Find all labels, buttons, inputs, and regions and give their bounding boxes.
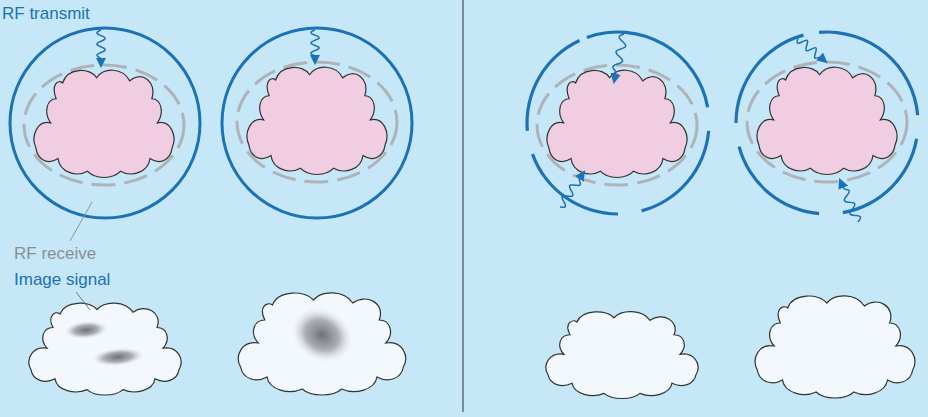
- rf-wave-arrow: [613, 34, 626, 82]
- head-brain: [34, 70, 174, 177]
- signal-dropout: [91, 346, 144, 368]
- label-box: Image signal: [14, 270, 110, 290]
- signal-dropout: [281, 296, 362, 373]
- coil-label: RF transmit: [2, 4, 90, 23]
- label-box: RF receive: [14, 244, 96, 264]
- rf-wave-arrow: [797, 38, 826, 62]
- leader-line: [76, 292, 90, 310]
- image-result: [546, 312, 698, 399]
- divider-line: [462, 0, 464, 412]
- rf-wave-arrow: [97, 30, 105, 66]
- image-result: [238, 293, 405, 395]
- head-brain: [247, 67, 387, 174]
- coil-label: RF receive: [14, 244, 96, 263]
- image-result: [755, 296, 915, 398]
- rf-wave-arrow: [560, 172, 584, 207]
- transmit-coil: [222, 28, 412, 218]
- image-result: [29, 303, 181, 395]
- receive-coil: [24, 65, 184, 185]
- rf-wave-arrow: [840, 180, 860, 222]
- receive-coil: [537, 65, 697, 185]
- signal-dropout: [63, 319, 108, 341]
- head-brain: [757, 67, 897, 174]
- receive-coil: [747, 62, 907, 182]
- signal-label: Image signal: [14, 270, 110, 289]
- transmit-coil: [10, 28, 200, 218]
- rf-wave-arrow: [311, 30, 319, 63]
- receive-coil: [237, 62, 397, 182]
- label-box: RF transmit: [2, 4, 90, 24]
- leader-line: [70, 202, 92, 241]
- head-brain: [547, 70, 687, 177]
